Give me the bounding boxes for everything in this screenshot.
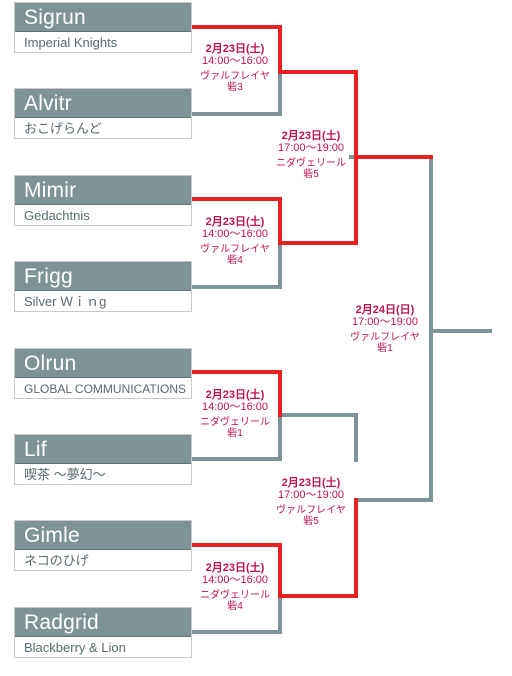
- match-venue: ニダヴェリール: [276, 158, 346, 169]
- match-info-r1-4: 2月23日(土) 14:00～16:00 ニダヴェリール 砦4: [198, 562, 272, 612]
- team-card-mimir[interactable]: Mimir Gedachtnis: [14, 175, 192, 226]
- match-venue: ニダヴェリール: [200, 417, 270, 428]
- match-court: 砦4: [227, 255, 243, 266]
- match-court: 砦5: [303, 169, 319, 180]
- match-date: 2月23日(土): [205, 389, 265, 401]
- team-card-lif[interactable]: Lif 喫茶 ～夢幻～: [14, 434, 192, 485]
- team-name: Radgrid: [15, 608, 191, 637]
- match-venue: ヴァルフレイヤ: [276, 505, 346, 516]
- match-time: 17:00～19:00: [351, 316, 419, 328]
- team-card-radgrid[interactable]: Radgrid Blackberry & Lion: [14, 607, 192, 658]
- team-affiliation: Blackberry & Lion: [24, 640, 126, 655]
- match-info-final: 2月24日(日) 17:00～19:00 ヴァルフレイヤ 砦1: [347, 304, 423, 354]
- match-court: 砦3: [227, 82, 243, 93]
- team-name: Alvitr: [15, 89, 191, 118]
- match-info-r1-1: 2月23日(土) 14:00～16:00 ヴァルフレイヤ 砦3: [198, 43, 272, 93]
- match-date: 2月23日(土): [205, 43, 265, 55]
- match-venue: ヴァルフレイヤ: [350, 332, 420, 343]
- match-time: 14:00～16:00: [201, 401, 269, 413]
- match-date: 2月23日(土): [281, 477, 341, 489]
- team-affiliation: おこげらんど: [24, 121, 102, 136]
- team-affiliation: Gedachtnis: [24, 208, 90, 223]
- match-info-sf-1: 2月23日(土) 17:00～19:00 ニダヴェリール 砦5: [273, 130, 349, 180]
- match-court: 砦5: [303, 516, 319, 527]
- connector-sf2-top: [278, 413, 358, 462]
- match-date: 2月23日(土): [205, 216, 265, 228]
- connector-radgrid: [190, 587, 282, 634]
- match-court: 砦1: [377, 343, 393, 354]
- team-affiliation: 喫茶 ～夢幻～: [24, 467, 106, 482]
- connector-lif: [190, 414, 282, 461]
- match-time: 14:00～16:00: [201, 55, 269, 67]
- team-affiliation: ネコのひげ: [24, 553, 89, 568]
- match-time: 17:00～19:00: [277, 489, 345, 501]
- team-card-frigg[interactable]: Frigg Silver Ｗｉｎg: [14, 261, 192, 312]
- winner-sigrun: [190, 25, 433, 159]
- connector-alvitr: [190, 70, 282, 116]
- winner-olrun: [190, 370, 282, 417]
- match-time: 17:00～19:00: [277, 142, 345, 154]
- match-time: 14:00～16:00: [201, 228, 269, 240]
- winner-gimle: [190, 498, 358, 598]
- match-venue: ニダヴェリール: [200, 590, 270, 601]
- match-date: 2月23日(土): [205, 562, 265, 574]
- winner-mimir: [190, 158, 358, 245]
- connector-frigg: [190, 242, 282, 289]
- match-info-r1-3: 2月23日(土) 14:00～16:00 ニダヴェリール 砦1: [198, 389, 272, 439]
- match-date: 2月23日(土): [281, 130, 341, 142]
- team-name: Gimle: [15, 521, 191, 550]
- team-name: Frigg: [15, 262, 191, 291]
- match-court: 砦1: [227, 428, 243, 439]
- match-venue: ヴァルフレイヤ: [200, 244, 270, 255]
- match-date: 2月24日(日): [355, 304, 415, 316]
- match-info-r1-2: 2月23日(土) 14:00～16:00 ヴァルフレイヤ 砦4: [198, 216, 272, 266]
- match-time: 14:00～16:00: [201, 574, 269, 586]
- team-card-gimle[interactable]: Gimle ネコのひげ: [14, 520, 192, 571]
- match-venue: ヴァルフレイヤ: [200, 71, 270, 82]
- team-affiliation: GLOBAL COMMUNICATIONS: [24, 382, 187, 396]
- team-affiliation: Imperial Knights: [24, 35, 118, 50]
- team-affiliation: Silver Ｗｉｎg: [24, 294, 107, 309]
- match-info-sf-2: 2月23日(土) 17:00～19:00 ヴァルフレイヤ 砦5: [273, 477, 349, 527]
- team-name: Lif: [15, 435, 191, 464]
- team-card-sigrun[interactable]: Sigrun Imperial Knights: [14, 2, 192, 53]
- team-name: Olrun: [15, 349, 191, 378]
- team-card-alvitr[interactable]: Alvitr おこげらんど: [14, 88, 192, 139]
- match-court: 砦4: [227, 601, 243, 612]
- team-name: Sigrun: [15, 3, 191, 32]
- team-name: Mimir: [15, 176, 191, 205]
- team-card-olrun[interactable]: Olrun GLOBAL COMMUNICATIONS: [14, 348, 192, 399]
